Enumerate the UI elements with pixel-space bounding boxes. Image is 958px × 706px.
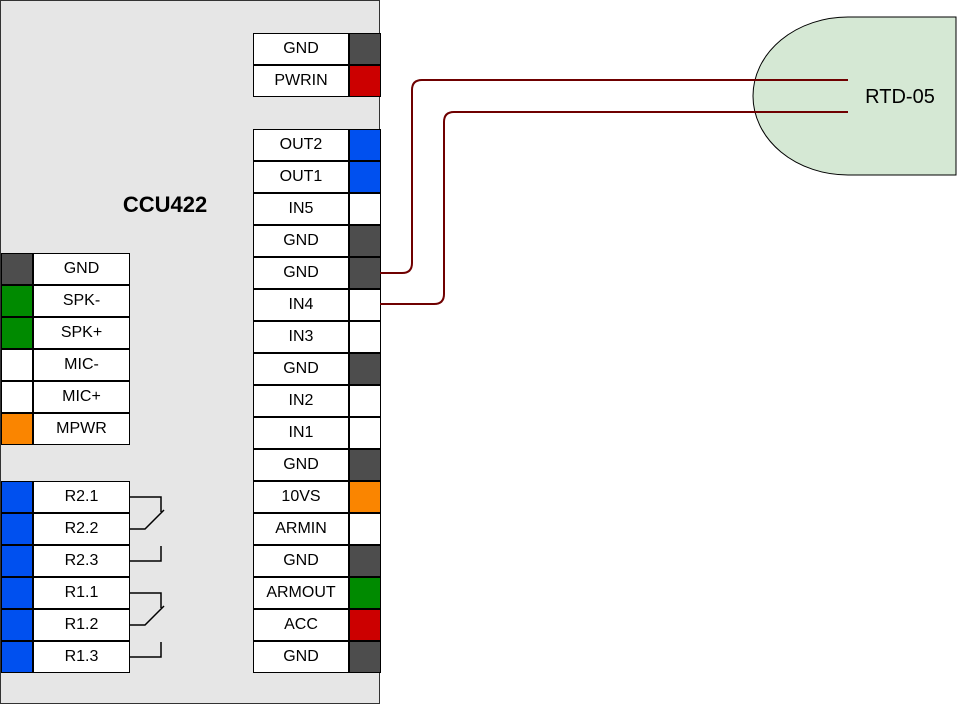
terminal-pin-label: 10VS (253, 481, 349, 513)
terminal-pin-10vs: 10VS (253, 481, 381, 513)
terminal-pin-label: OUT1 (253, 161, 349, 193)
terminal-pin-label: MIC+ (33, 381, 130, 413)
terminal-pin-label: IN4 (253, 289, 349, 321)
terminal-pin-r2-3: R2.3 (1, 545, 130, 577)
terminal-pin-gnd: GND (1, 253, 130, 285)
terminal-pin-label: PWRIN (253, 65, 349, 97)
terminal-color-swatch-blue (1, 481, 33, 513)
terminal-pin-spk: SPK- (1, 285, 130, 317)
terminal-pin-label: R1.3 (33, 641, 130, 673)
terminal-pin-gnd: GND (253, 641, 381, 673)
terminal-color-swatch-black (1, 253, 33, 285)
wire-in4-to-sensor (380, 111, 848, 305)
terminal-pin-label: ARMOUT (253, 577, 349, 609)
terminal-color-swatch-blue (1, 545, 33, 577)
terminal-color-swatch-white (349, 417, 381, 449)
terminal-pin-label: R2.2 (33, 513, 130, 545)
terminal-pin-gnd: GND (253, 449, 381, 481)
rtd-05-sensor-shape (752, 16, 957, 176)
terminal-color-swatch-white (349, 385, 381, 417)
terminal-color-swatch-green (349, 577, 381, 609)
terminal-pin-gnd: GND (253, 545, 381, 577)
terminal-pin-label: IN1 (253, 417, 349, 449)
device-title: CCU422 (122, 192, 208, 217)
terminal-pin-in5: IN5 (253, 193, 381, 225)
relay-r1-switch-symbol (129, 592, 165, 658)
terminal-color-swatch-orange (1, 413, 33, 445)
terminal-pin-acc: ACC (253, 609, 381, 641)
terminal-pin-mic: MIC+ (1, 381, 130, 413)
terminal-pin-label: GND (253, 449, 349, 481)
terminal-pin-gnd: GND (253, 257, 381, 289)
terminal-color-swatch-blue (349, 129, 381, 161)
terminal-pin-label: IN3 (253, 321, 349, 353)
rtd-05-sensor-label: RTD-05 (865, 86, 935, 108)
terminal-color-swatch-white (1, 349, 33, 381)
terminal-color-swatch-white (349, 321, 381, 353)
terminal-pin-label: GND (253, 225, 349, 257)
terminal-pin-label: R1.1 (33, 577, 130, 609)
terminal-pin-r1-1: R1.1 (1, 577, 130, 609)
terminal-color-swatch-red (349, 65, 381, 97)
terminal-pin-r2-1: R2.1 (1, 481, 130, 513)
terminal-color-swatch-black (349, 257, 381, 289)
terminal-pin-armout: ARMOUT (253, 577, 381, 609)
terminal-pin-in1: IN1 (253, 417, 381, 449)
terminal-pin-label: ACC (253, 609, 349, 641)
terminal-color-swatch-green (1, 317, 33, 349)
wire-gnd-to-sensor (380, 79, 848, 274)
terminal-pin-label: MPWR (33, 413, 130, 445)
terminal-color-swatch-red (349, 609, 381, 641)
terminal-color-swatch-green (1, 285, 33, 317)
terminal-pin-out2: OUT2 (253, 129, 381, 161)
terminal-color-swatch-black (349, 449, 381, 481)
terminal-pin-label: GND (253, 33, 349, 65)
terminal-pin-mpwr: MPWR (1, 413, 130, 445)
terminal-pin-label: SPK+ (33, 317, 130, 349)
terminal-pin-in4: IN4 (253, 289, 381, 321)
terminal-color-swatch-blue (349, 161, 381, 193)
terminal-color-swatch-orange (349, 481, 381, 513)
terminal-color-swatch-white (1, 381, 33, 413)
terminal-pin-label: SPK- (33, 285, 130, 317)
terminal-color-swatch-black (349, 641, 381, 673)
terminal-pin-label: R2.1 (33, 481, 130, 513)
terminal-color-swatch-blue (1, 609, 33, 641)
terminal-pin-armin: ARMIN (253, 513, 381, 545)
terminal-pin-pwrin: PWRIN (253, 65, 381, 97)
terminal-color-swatch-blue (1, 513, 33, 545)
terminal-pin-gnd: GND (253, 225, 381, 257)
terminal-pin-in3: IN3 (253, 321, 381, 353)
terminal-pin-label: OUT2 (253, 129, 349, 161)
terminal-color-swatch-black (349, 353, 381, 385)
terminal-pin-label: GND (253, 353, 349, 385)
terminal-pin-in2: IN2 (253, 385, 381, 417)
terminal-pin-gnd: GND (253, 353, 381, 385)
terminal-color-swatch-blue (1, 577, 33, 609)
terminal-pin-label: GND (33, 253, 130, 285)
terminal-pin-label: MIC- (33, 349, 130, 381)
terminal-color-swatch-black (349, 225, 381, 257)
terminal-pin-spk: SPK+ (1, 317, 130, 349)
terminal-color-swatch-white (349, 289, 381, 321)
terminal-pin-label: IN5 (253, 193, 349, 225)
terminal-pin-mic: MIC- (1, 349, 130, 381)
terminal-color-swatch-blue (1, 641, 33, 673)
terminal-pin-r2-2: R2.2 (1, 513, 130, 545)
terminal-pin-gnd: GND (253, 33, 381, 65)
terminal-pin-r1-3: R1.3 (1, 641, 130, 673)
terminal-pin-label: ARMIN (253, 513, 349, 545)
terminal-pin-out1: OUT1 (253, 161, 381, 193)
terminal-color-swatch-white (349, 513, 381, 545)
terminal-color-swatch-black (349, 33, 381, 65)
terminal-color-swatch-white (349, 193, 381, 225)
terminal-pin-label: GND (253, 641, 349, 673)
terminal-pin-label: IN2 (253, 385, 349, 417)
relay-r2-switch-symbol (129, 496, 165, 562)
terminal-pin-label: GND (253, 257, 349, 289)
terminal-color-swatch-black (349, 545, 381, 577)
terminal-pin-label: GND (253, 545, 349, 577)
